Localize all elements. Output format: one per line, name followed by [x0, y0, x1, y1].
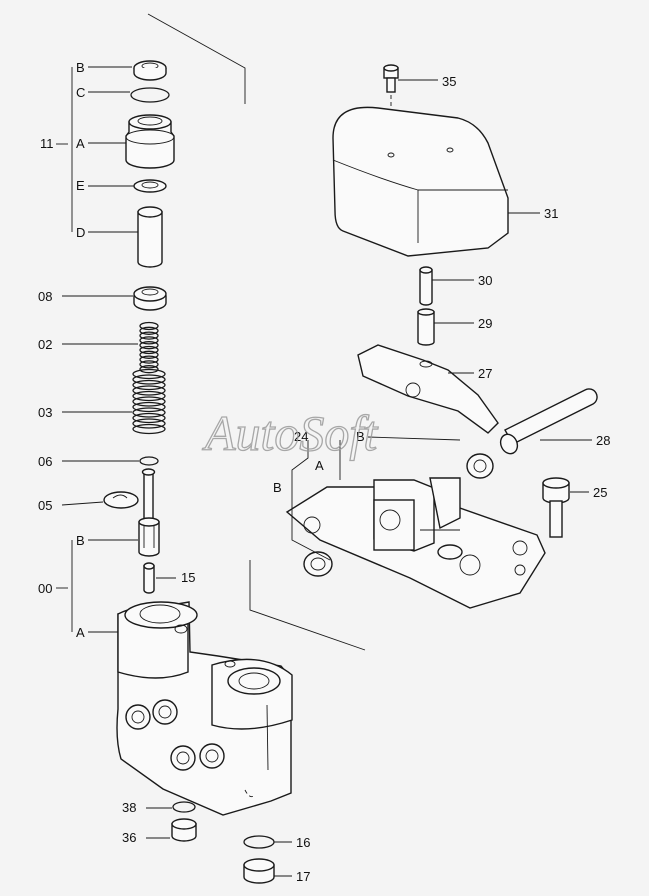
washer-e	[133, 179, 167, 193]
plunger	[138, 468, 160, 557]
cap-08	[133, 286, 167, 311]
callout-n36: 36	[122, 830, 136, 845]
spring-coil	[132, 390, 166, 402]
spring-coil	[132, 368, 166, 380]
callout-n35: 35	[442, 74, 456, 89]
callout-c_top: C	[76, 85, 85, 100]
leader-line	[367, 436, 461, 441]
spring-coil	[139, 345, 159, 355]
callout-n03: 03	[38, 405, 52, 420]
o-ring-c	[130, 87, 170, 103]
bolt-25	[542, 477, 570, 538]
callout-n17: 17	[296, 869, 310, 884]
guide-line-24	[291, 440, 331, 561]
callout-n02: 02	[38, 337, 52, 352]
seal-ring-b	[133, 60, 167, 81]
guide-line-top	[147, 13, 246, 104]
spring-coil	[132, 385, 166, 396]
spring-coil	[132, 412, 166, 424]
spring-coil	[139, 360, 159, 369]
spring-coil	[132, 374, 166, 385]
spring-coil	[139, 326, 159, 335]
shaft-28	[466, 388, 598, 479]
pin-15	[143, 562, 155, 594]
spring-coil	[139, 355, 159, 364]
callout-n00: 00	[38, 581, 52, 596]
valve-casing	[116, 601, 293, 816]
spring-coil	[139, 341, 159, 350]
callout-n38: 38	[122, 800, 136, 815]
callout-n16: 16	[296, 835, 310, 850]
callout-n31: 31	[544, 206, 558, 221]
plug-17	[243, 858, 275, 884]
spring-coil	[139, 321, 159, 331]
sleeve-30	[419, 266, 433, 306]
bushing-a	[125, 114, 175, 169]
spring-coil	[132, 418, 166, 429]
spring-coil	[139, 331, 159, 340]
pin-d	[137, 206, 163, 268]
spring-coil	[139, 350, 159, 359]
cover-31	[332, 106, 509, 257]
callout-d_top: D	[76, 225, 85, 240]
clip-05	[103, 491, 139, 509]
callout-n25: 25	[593, 485, 607, 500]
guide-line-base	[249, 560, 366, 651]
spring-coil	[139, 365, 159, 374]
callout-n08: 08	[38, 289, 52, 304]
callout-a_mid: A	[76, 625, 85, 640]
o-ring-16	[243, 835, 275, 849]
callout-e_top: E	[76, 178, 85, 193]
callout-n05: 05	[38, 498, 52, 513]
spring-coil	[132, 379, 166, 391]
spring-coil	[132, 401, 166, 413]
callout-n15: 15	[181, 570, 195, 585]
callout-a_top: A	[76, 136, 85, 151]
callout-n30: 30	[478, 273, 492, 288]
plug-36	[171, 818, 197, 842]
callout-b_left: B	[273, 480, 282, 495]
callout-n28: 28	[596, 433, 610, 448]
callout-b_top: B	[76, 60, 85, 75]
o-ring-38	[172, 801, 196, 813]
callout-n06: 06	[38, 454, 52, 469]
callout-n27: 27	[478, 366, 492, 381]
base-plate	[285, 477, 546, 609]
sleeve-29	[417, 308, 435, 346]
callout-b_mid: B	[76, 533, 85, 548]
spring-coil	[139, 336, 159, 345]
callout-b_right: B	[356, 429, 365, 444]
lever-27	[357, 344, 499, 434]
spring-coil	[132, 396, 166, 407]
spring-coil	[132, 423, 166, 435]
inner-spring-02	[139, 321, 159, 374]
callout-n24: 24	[294, 429, 308, 444]
leader-line	[61, 501, 104, 506]
spring-coil	[132, 407, 166, 418]
callout-a_right: A	[315, 458, 324, 473]
callout-n29: 29	[478, 316, 492, 331]
callout-n11: 11	[40, 136, 54, 151]
outer-spring-03	[132, 368, 166, 435]
watermark: AutoSoft	[202, 405, 378, 461]
ring-06	[139, 456, 159, 466]
